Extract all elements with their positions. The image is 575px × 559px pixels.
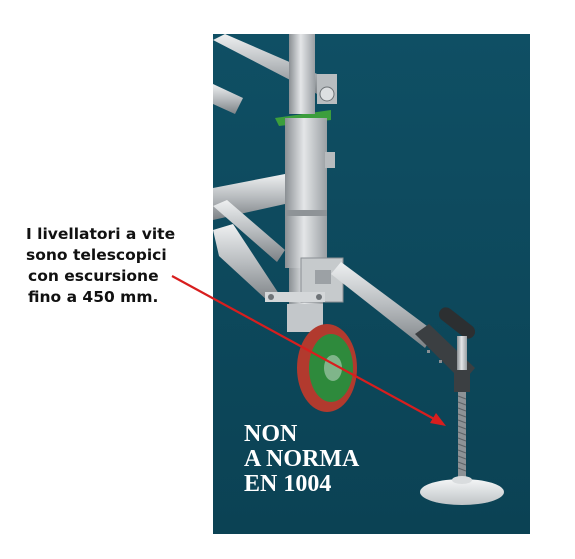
- caption-line: I livellatori a vite: [26, 225, 176, 243]
- caption-line: sono telescopici: [26, 246, 167, 264]
- caption-line: fino a 450 mm.: [28, 288, 159, 306]
- caption-text: I livellatori a vite sono telescopici co…: [26, 224, 211, 308]
- stamp-line: A NORMA: [244, 446, 360, 472]
- jack-handle: [438, 307, 476, 339]
- base-plate: [420, 479, 504, 505]
- stamp-line: NON: [244, 421, 298, 447]
- non-compliance-label: NON A NORMA EN 1004: [244, 422, 359, 497]
- stamp-line: EN 1004: [244, 471, 332, 497]
- jack-screw: [458, 392, 466, 478]
- upright: [285, 118, 327, 268]
- caption-line: con escursione: [28, 267, 159, 285]
